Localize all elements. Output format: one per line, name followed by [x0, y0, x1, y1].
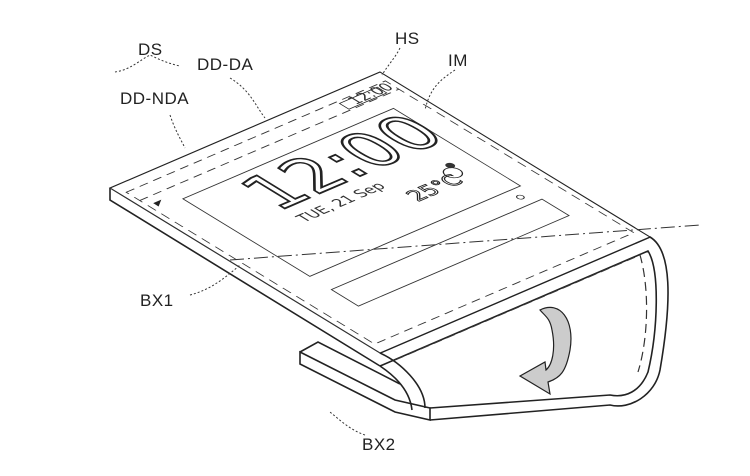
indicator-icon	[153, 199, 162, 207]
top-portion-bx1: 12:00 12:00 TUE, 21 Sep 25°C	[108, 71, 652, 354]
label-im: IM	[448, 51, 468, 70]
label-dd-nda: DD-NDA	[120, 89, 189, 108]
rotation-arrow	[518, 306, 572, 396]
home-icon	[516, 194, 525, 200]
label-ds: DS	[138, 40, 163, 59]
sun-cloud-icon	[442, 162, 464, 179]
label-bx2: BX2	[362, 435, 396, 454]
label-dd-da: DD-DA	[197, 55, 253, 74]
label-hs: HS	[395, 29, 420, 48]
label-bx1: BX1	[140, 291, 174, 310]
rolled-portion	[379, 236, 669, 421]
